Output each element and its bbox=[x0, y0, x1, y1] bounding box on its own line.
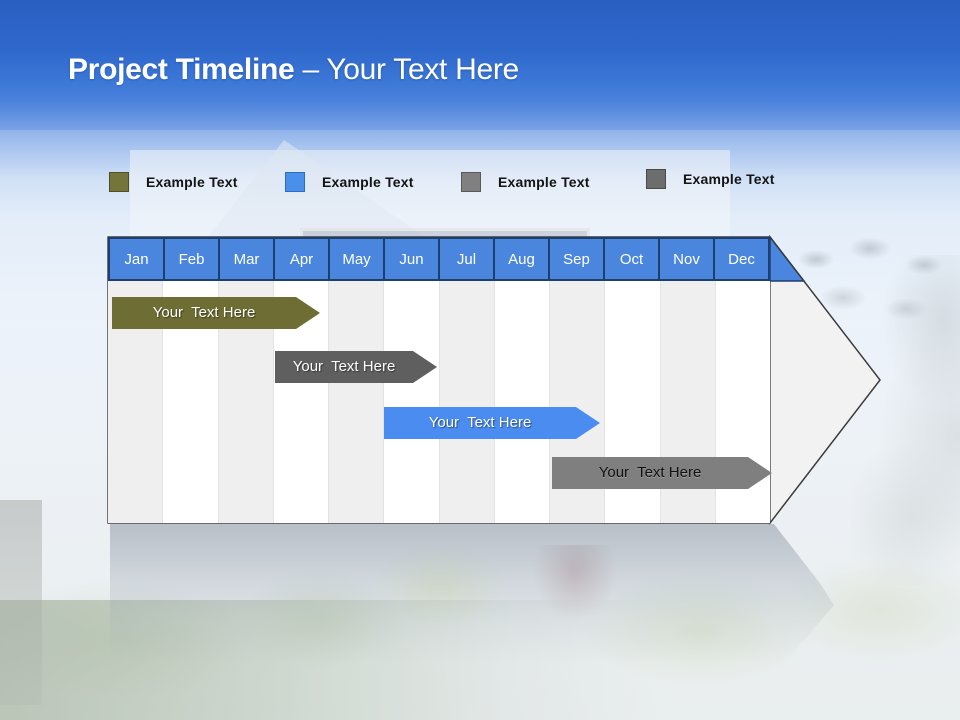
legend-item-4: Example Text bbox=[646, 169, 775, 189]
legend-swatch-3 bbox=[461, 172, 481, 192]
background-lawn bbox=[0, 600, 780, 720]
month-cell-nov: Nov bbox=[660, 239, 715, 279]
month-cell-feb: Feb bbox=[165, 239, 220, 279]
timeline-bar-3: Your Text Here bbox=[384, 407, 600, 439]
timeline-bar-1: Your Text Here bbox=[112, 297, 320, 329]
timeline-bar-4: Your Text Here bbox=[552, 457, 772, 489]
legend-item-2: Example Text bbox=[285, 172, 414, 192]
legend-label-4: Example Text bbox=[683, 171, 775, 187]
month-cell-mar: Mar bbox=[220, 239, 275, 279]
legend-label-2: Example Text bbox=[322, 174, 414, 190]
month-cell-oct: Oct bbox=[605, 239, 660, 279]
grid-column-aug bbox=[494, 281, 550, 523]
grid-column-jul bbox=[439, 281, 495, 523]
legend-label-1: Example Text bbox=[146, 174, 238, 190]
legend-swatch-4 bbox=[646, 169, 666, 189]
grid-column-may bbox=[329, 281, 385, 523]
title-main: Project Timeline bbox=[68, 53, 295, 86]
background-tree-left bbox=[0, 500, 42, 705]
grid-column-jun bbox=[384, 281, 440, 523]
slide-title: Project Timeline – Your Text Here bbox=[68, 52, 519, 88]
month-cell-may: May bbox=[330, 239, 385, 279]
legend-swatch-1 bbox=[109, 172, 129, 192]
timeline-bar-2: Your Text Here bbox=[275, 351, 437, 383]
month-cell-apr: Apr bbox=[275, 239, 330, 279]
title-suffix: – Your Text Here bbox=[302, 53, 519, 86]
month-cell-sep: Sep bbox=[550, 239, 605, 279]
legend-label-3: Example Text bbox=[498, 174, 590, 190]
legend-item-3: Example Text bbox=[461, 172, 590, 192]
month-cell-jun: Jun bbox=[385, 239, 440, 279]
month-cell-dec: Dec bbox=[728, 250, 755, 268]
legend-swatch-2 bbox=[285, 172, 305, 192]
timeline-reflection bbox=[110, 524, 834, 664]
month-cell-jul: Jul bbox=[440, 239, 495, 279]
legend-item-1: Example Text bbox=[109, 172, 238, 192]
month-cell-aug: Aug bbox=[495, 239, 550, 279]
month-cell-jan: Jan bbox=[110, 239, 165, 279]
